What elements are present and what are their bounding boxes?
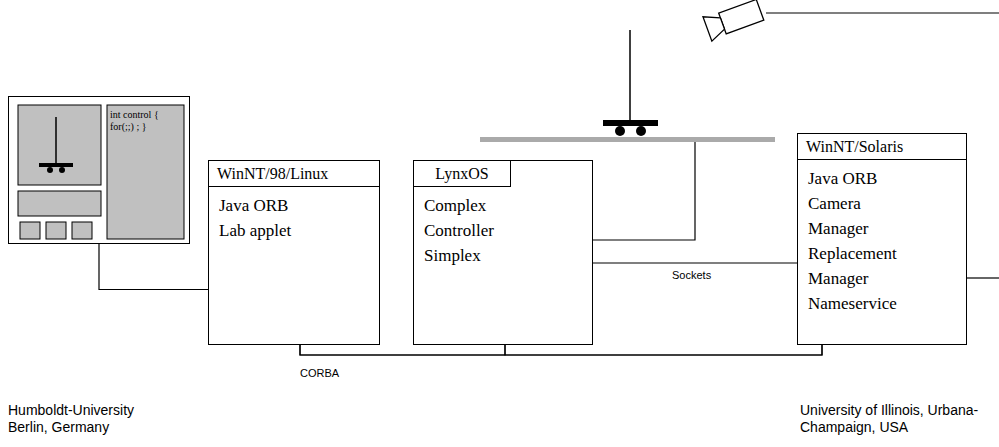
camera-wire: [967, 277, 999, 278]
host-box: WinNT/98/LinuxJava ORBLab applet: [208, 160, 380, 345]
component-text: Java ORB: [798, 166, 918, 191]
component-text: Camera Manager: [798, 191, 918, 241]
os-heading: WinNT/Solaris: [798, 134, 966, 160]
camera-icon: [703, 0, 765, 41]
cart: [603, 120, 658, 126]
site-label: University of Illinois, Urbana-Champaign…: [800, 402, 985, 436]
cart: [39, 163, 73, 167]
control-wire: [593, 142, 695, 240]
status-panel: [18, 191, 101, 216]
button: [46, 222, 66, 239]
screen-panel: [18, 105, 101, 185]
workstation-monitor: int control { for(;;) ; }: [8, 96, 190, 244]
camera-body: [719, 0, 764, 34]
network-link: [505, 345, 822, 355]
pendulum-pole: [629, 30, 631, 121]
network-link: [593, 262, 797, 263]
code-text: int control { for(;;) ; }: [110, 109, 170, 133]
pendulum-pole: [55, 117, 57, 163]
network-link: [300, 345, 505, 355]
os-heading: WinNT/98/Linux: [209, 161, 379, 187]
camera-lens: [703, 11, 727, 41]
cart-wheel: [615, 126, 625, 136]
network-link: [300, 345, 822, 355]
monitor-drawing: [9, 97, 191, 245]
os-heading: LynxOS: [414, 161, 511, 187]
component-text: Lab applet: [209, 218, 329, 243]
host-box: LynxOS Complex ControllerSimplex: [413, 160, 593, 345]
code-panel: [107, 105, 184, 239]
component-text: Replacement Manager: [798, 241, 918, 291]
button: [20, 222, 40, 239]
network-link: [99, 244, 208, 290]
camera-wire: [766, 12, 999, 13]
site-label: Humboldt-University Berlin, Germany: [8, 402, 168, 436]
component-text: Nameservice: [798, 291, 918, 316]
cart-wheel: [47, 167, 53, 173]
component-text: Complex Controller: [414, 193, 534, 243]
link-label: CORBA: [298, 367, 341, 379]
host-box: WinNT/SolarisJava ORBCamera ManagerRepla…: [797, 133, 967, 345]
component-text: Java ORB: [209, 193, 329, 218]
component-text: Simplex: [414, 243, 534, 268]
link-label: Sockets: [670, 269, 713, 281]
track: [480, 137, 775, 142]
button: [72, 222, 92, 239]
cart-wheel: [636, 126, 646, 136]
cart-wheel: [59, 167, 65, 173]
